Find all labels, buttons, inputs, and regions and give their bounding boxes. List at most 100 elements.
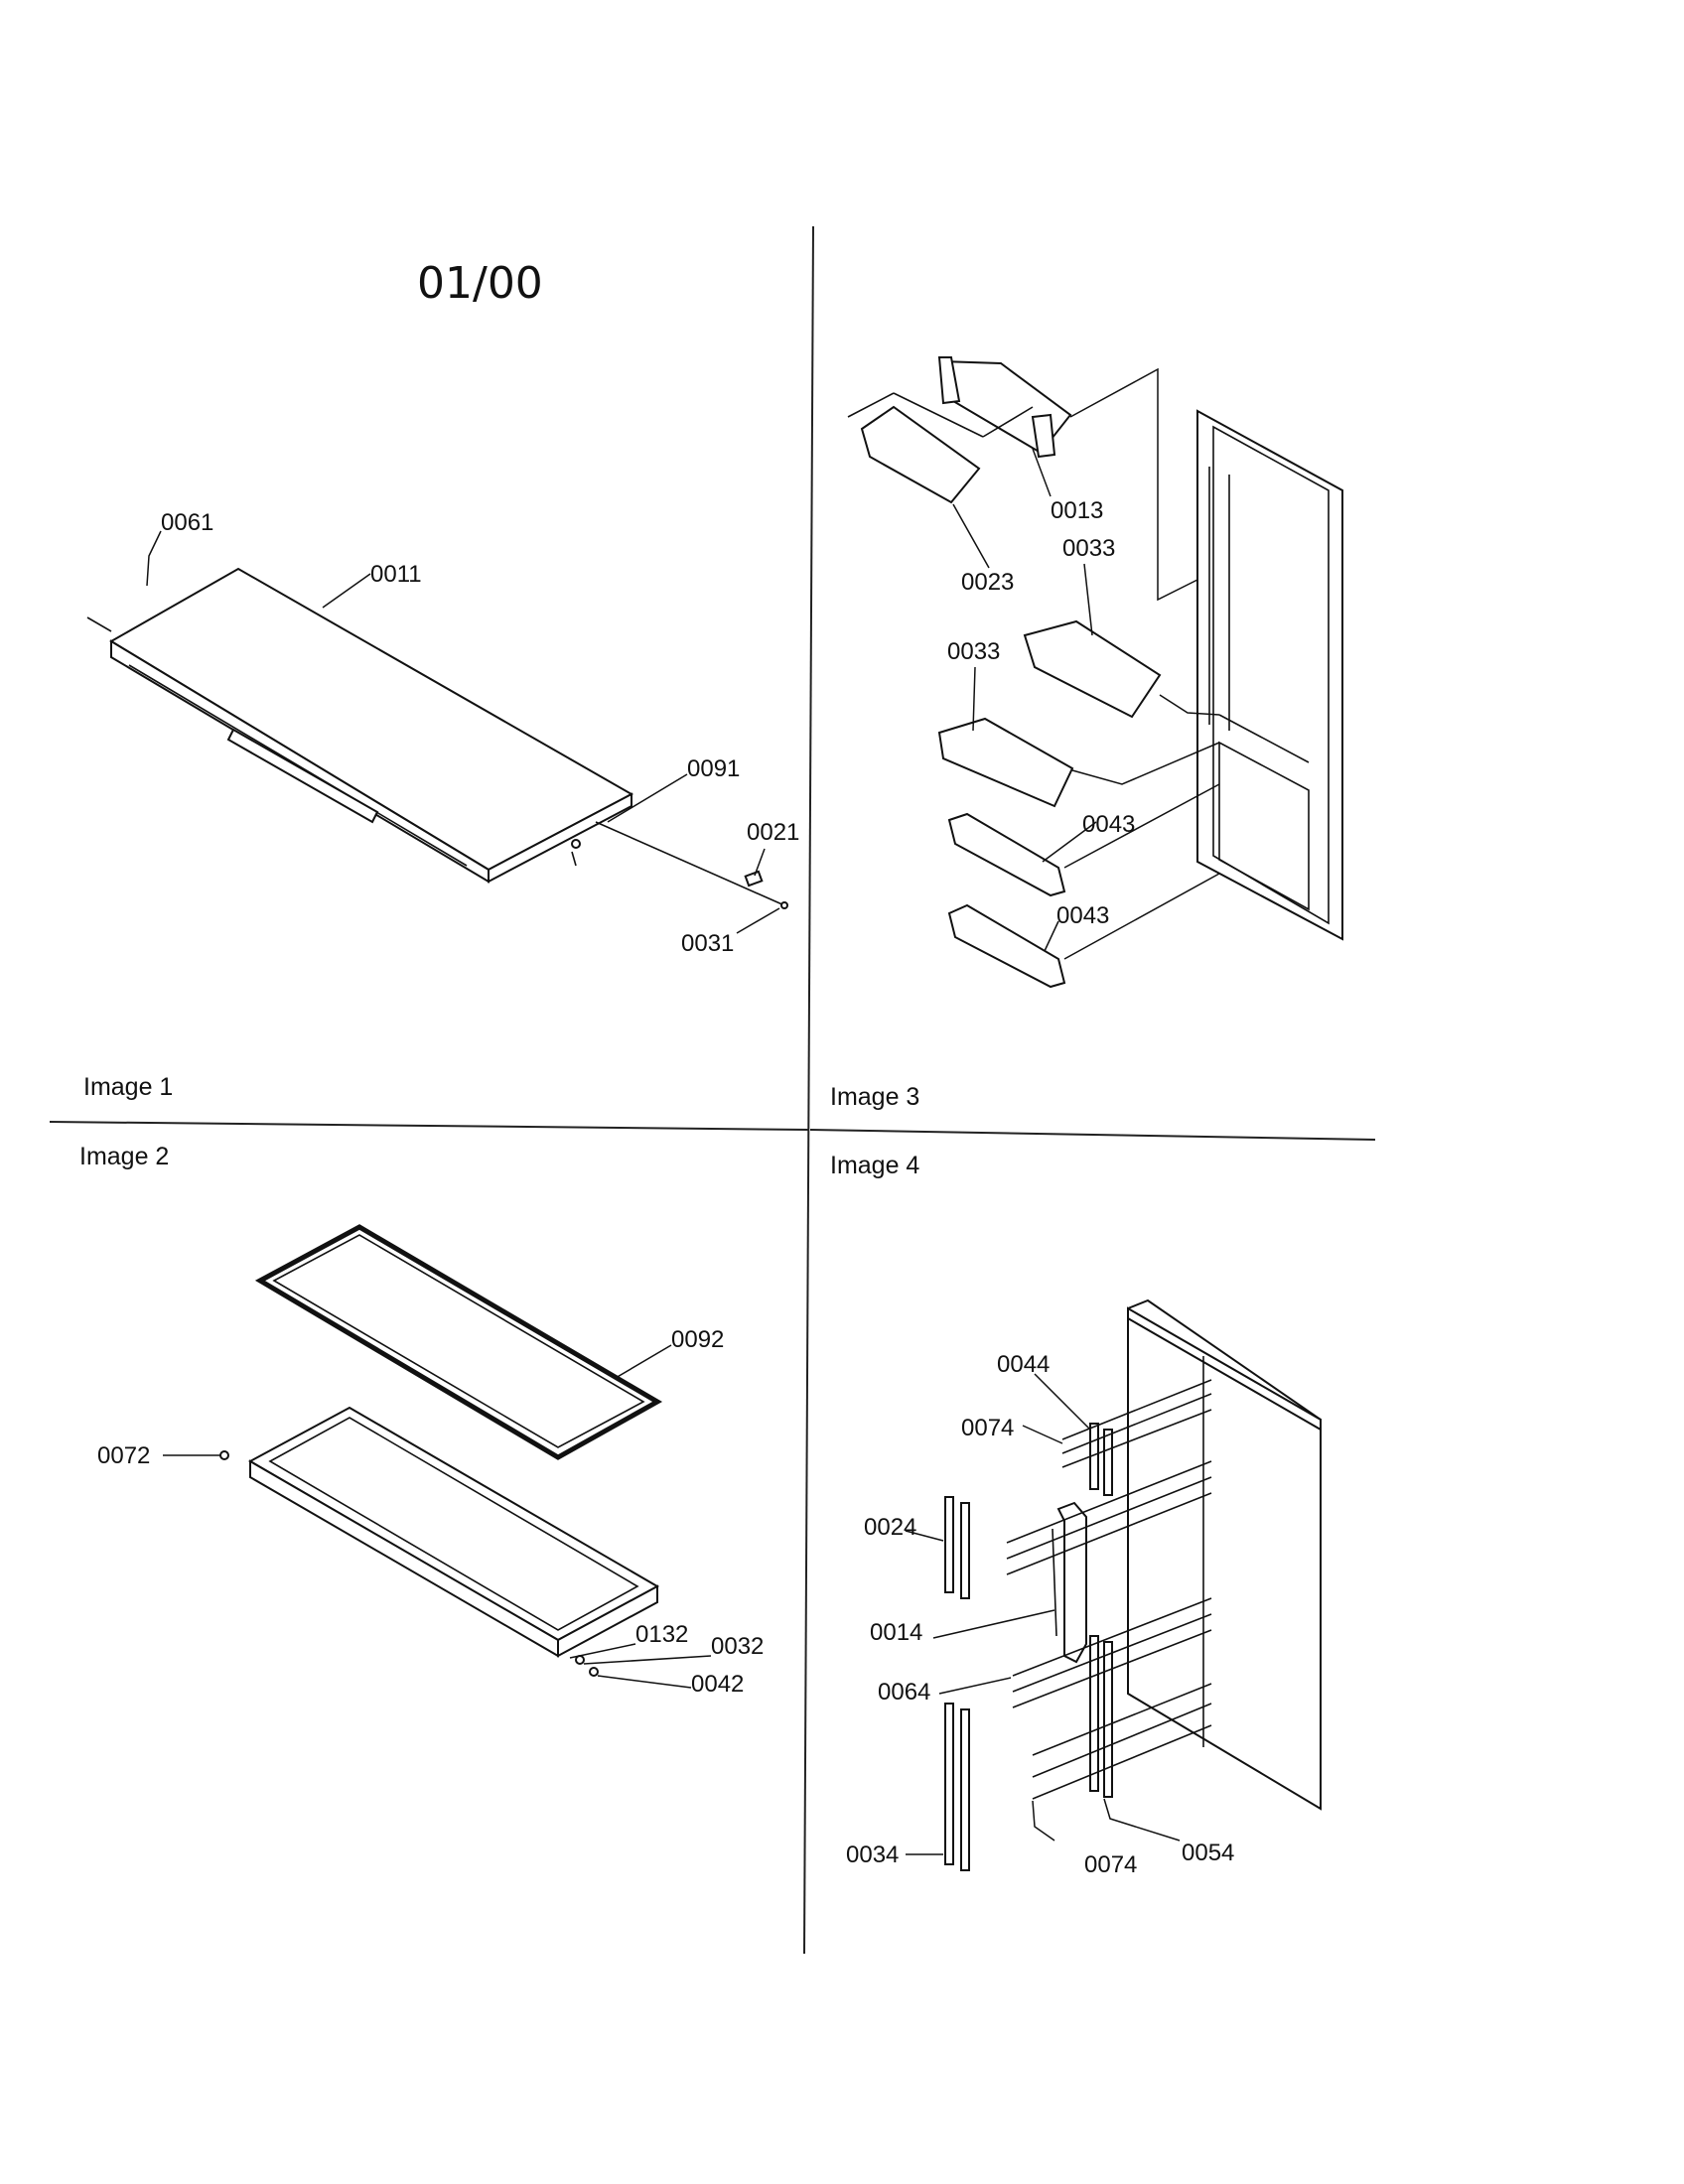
leader-0064 <box>938 1677 1012 1695</box>
shelf-frame-inner <box>268 1417 639 1631</box>
screw-line-4 <box>1006 1460 1212 1544</box>
cover-guide-line-3 <box>982 406 1034 438</box>
panel-label-image1: Image 1 <box>83 1073 173 1101</box>
leader-0031 <box>736 907 780 934</box>
shelf-top-surface <box>109 567 634 872</box>
shelf-rod <box>595 821 785 906</box>
callout-0043-lower: 0043 <box>1056 902 1109 929</box>
screw-line-12 <box>1032 1724 1212 1800</box>
door-shelf-upper-0043 <box>947 812 1066 897</box>
leader-0091 <box>607 773 688 823</box>
screw-line-5 <box>1006 1476 1212 1560</box>
trim-0024-a <box>944 1496 954 1593</box>
image2-gasket-assembly <box>219 1224 663 1677</box>
callout-0033-lower: 0033 <box>947 638 1000 665</box>
shelf-end-pin-left <box>86 616 112 632</box>
leader-bin-to-door-2 <box>1071 742 1220 785</box>
door-shelf-lower-0043 <box>947 903 1066 989</box>
dairy-bin-end-left <box>937 356 961 405</box>
callout-0024: 0024 <box>864 1514 916 1541</box>
rod-clip-0021 <box>744 870 764 887</box>
door-bin-lower-0033 <box>937 717 1074 808</box>
trim-lower-0054-b <box>1103 1641 1113 1798</box>
callout-0033-upper: 0033 <box>1062 535 1115 562</box>
leader-0042 <box>597 1675 692 1689</box>
leader-0043-lower <box>1044 920 1059 952</box>
leader-0043-upper <box>1042 821 1097 863</box>
leader-0061 <box>146 530 162 587</box>
image1-leaders <box>146 530 780 934</box>
cover-guide-line-2 <box>893 392 984 438</box>
trim-0034-b <box>960 1708 970 1871</box>
panel-label-image2: Image 2 <box>79 1143 169 1170</box>
panel-label-image3: Image 3 <box>830 1083 919 1111</box>
callout-0074-lower: 0074 <box>1084 1851 1137 1878</box>
trim-lower-0054 <box>1089 1635 1099 1792</box>
shelf-frame-top <box>247 1406 660 1642</box>
callout-0072: 0072 <box>97 1442 150 1469</box>
callout-0034: 0034 <box>846 1842 899 1868</box>
leader-bin-to-door-1 <box>1159 694 1220 716</box>
leader-0033-upper <box>1083 563 1093 636</box>
screw-line-2 <box>1061 1393 1212 1454</box>
leader-0014 <box>932 1609 1055 1639</box>
screw-line-9 <box>1012 1629 1212 1708</box>
leader-dairy-to-door <box>1069 367 1198 602</box>
trim-0024-b <box>960 1502 970 1599</box>
screw-line-1 <box>1061 1379 1212 1440</box>
callout-0031: 0031 <box>681 930 734 957</box>
callout-0032: 0032 <box>711 1633 764 1660</box>
panel-label-image4: Image 4 <box>830 1152 919 1179</box>
horizontal-divider-left <box>49 1121 809 1131</box>
rod-end-0031 <box>780 901 788 909</box>
callout-0042: 0042 <box>691 1671 744 1698</box>
callout-0021: 0021 <box>747 819 799 846</box>
door-bin-upper-0033 <box>1023 619 1162 719</box>
leader-0021 <box>754 848 766 877</box>
callout-0061: 0061 <box>161 509 213 536</box>
callout-0074-upper: 0074 <box>961 1415 1014 1441</box>
leader-0074-lower <box>1032 1800 1055 1842</box>
leader-0054 <box>1103 1798 1181 1842</box>
trim-upper-0044-b <box>1103 1429 1113 1496</box>
leader-0092 <box>615 1344 672 1379</box>
shelf-side-edge <box>488 792 632 884</box>
callout-0023: 0023 <box>961 569 1014 596</box>
image1-shelf-assembly <box>86 567 788 909</box>
door-outer-panel <box>1196 409 1343 941</box>
shelf-pivot-0091 <box>571 839 581 849</box>
trim-0034-a <box>944 1703 954 1865</box>
screw-line-7 <box>1012 1597 1212 1677</box>
door-slab <box>1127 1298 1322 1811</box>
shelf-underside-bracket <box>226 728 379 824</box>
door-lower-recess <box>1218 741 1310 911</box>
leader-0074-upper <box>1022 1425 1063 1444</box>
revision-title: 01/00 <box>417 258 543 309</box>
frame-pin-0072 <box>219 1450 229 1460</box>
callout-0044: 0044 <box>997 1351 1050 1378</box>
callout-0013: 0013 <box>1051 497 1103 524</box>
shelf-underside-rail <box>128 664 468 867</box>
cover-guide-line-1 <box>847 392 895 418</box>
image4-handle-assembly <box>944 1298 1322 1871</box>
callout-0011: 0011 <box>370 561 422 588</box>
glass-gasket-inner <box>272 1234 645 1448</box>
vertical-divider <box>803 225 814 1955</box>
callout-0054: 0054 <box>1182 1840 1234 1866</box>
image2-leaders <box>163 1344 712 1689</box>
glass-gasket-0092 <box>254 1224 663 1460</box>
screw-line-3 <box>1061 1409 1212 1468</box>
leader-shelf-to-door-2 <box>1063 873 1220 960</box>
horizontal-divider-right <box>809 1129 1376 1141</box>
frame-screw-0042 <box>589 1667 599 1677</box>
shelf-frame-side <box>557 1584 658 1658</box>
leader-0032 <box>583 1655 712 1665</box>
handle-back-edge <box>1052 1528 1057 1637</box>
shelf-pivot-stem <box>571 851 577 867</box>
dairy-bin-end-right <box>1031 413 1056 459</box>
screw-line-11 <box>1032 1703 1212 1778</box>
leader-0011 <box>322 573 371 609</box>
screw-line-8 <box>1012 1613 1212 1693</box>
screw-line-10 <box>1032 1683 1212 1756</box>
